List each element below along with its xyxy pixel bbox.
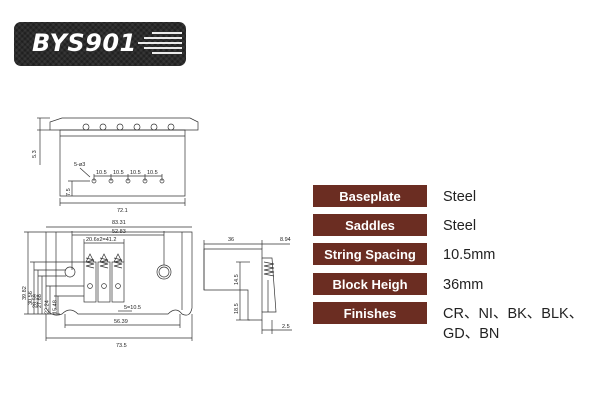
spec-value: CR、NI、BK、BLK、 GD、BN <box>443 306 584 342</box>
dim-5-10-5: 5=10.5 <box>124 305 141 311</box>
dim-spacing-2: 10.5 <box>113 170 124 176</box>
spec-value: 10.5mm <box>443 247 496 263</box>
dim-83-31: 83.31 <box>112 220 126 226</box>
speed-stripes-icon <box>134 32 182 56</box>
dim-27-68: 27.68 <box>37 294 43 308</box>
dim-5-3: 5.3 <box>32 150 38 158</box>
spec-value: Steel <box>443 218 477 234</box>
spec-row-string-spacing: String Spacing 10.5mm <box>313 243 598 267</box>
dim-7-5: 7.5 <box>66 188 72 196</box>
dim-spacing-formula: 20.6x2=41.2 <box>86 237 116 243</box>
spec-label: Saddles <box>313 214 427 236</box>
top-view <box>37 117 199 206</box>
dim-15-48: 15.48 <box>53 300 59 314</box>
dim-22-24: 22.24 <box>45 300 51 314</box>
spec-label: Baseplate <box>313 185 427 207</box>
dim-2-5: 2.5 <box>282 324 290 330</box>
carbon-texture <box>14 22 186 66</box>
dim-spacing-1: 10.5 <box>96 170 107 176</box>
dim-18-5: 18.5 <box>234 303 240 314</box>
dim-72-1: 72.1 <box>117 208 128 214</box>
spec-label: String Spacing <box>313 243 427 265</box>
side-view <box>203 240 292 334</box>
dim-56-39: 56.39 <box>114 319 128 325</box>
spec-row-saddles: Saddles Steel <box>313 214 598 238</box>
product-title: BYS901 <box>32 29 137 57</box>
dim-spacing-4: 10.5 <box>147 170 158 176</box>
spec-value: 36mm <box>443 277 484 293</box>
dim-39-82: 39.82 <box>22 286 28 300</box>
spec-row-finishes: Finishes CR、NI、BK、BLK、 GD、BN <box>313 302 598 348</box>
dim-14-5: 14.5 <box>234 274 240 285</box>
dim-73-5: 73.5 <box>116 343 127 349</box>
dim-30-56: 30.56 <box>28 291 34 305</box>
front-view <box>24 226 193 341</box>
dim-52-83: 52.83 <box>112 229 126 235</box>
spec-row-block-height: Block Heigh 36mm <box>313 273 598 297</box>
spec-value: Steel <box>443 189 477 205</box>
dim-holes: 5-ø3 <box>74 162 85 168</box>
dim-spacing-3: 10.5 <box>130 170 141 176</box>
dim-36: 36 <box>228 237 234 243</box>
spec-label: Finishes <box>313 302 427 324</box>
title-badge: BYS901 <box>14 22 186 66</box>
spec-label: Block Heigh <box>313 273 427 295</box>
dim-8-94: 8.94 <box>280 237 291 243</box>
dim-28-59: 28.59 <box>33 294 39 308</box>
spec-row-baseplate: Baseplate Steel <box>313 185 598 209</box>
